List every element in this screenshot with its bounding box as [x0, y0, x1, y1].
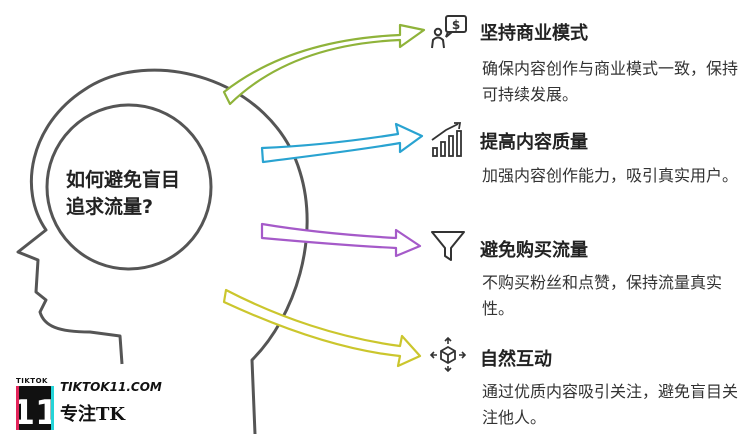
cube-arrows-icon — [428, 336, 468, 373]
funnel-icon — [428, 228, 468, 264]
arrow-interaction — [222, 288, 422, 368]
item-title-quality: 提高内容质量 — [480, 132, 588, 153]
svg-text:$: $ — [452, 18, 460, 32]
bar-chart-growth-icon — [428, 122, 468, 158]
logo-small-text: TIKTOK — [16, 377, 48, 385]
arrow-business — [222, 23, 426, 106]
logo-number: 11 — [14, 393, 58, 432]
item-title-interaction: 自然互动 — [480, 349, 552, 370]
item-title-business: 坚持商业模式 — [480, 23, 588, 44]
business-person-dollar-icon: $ — [428, 14, 468, 50]
central-question: 如何避免盲目追求流量? — [66, 169, 181, 218]
item-desc-interaction: 通过优质内容吸引关注，避免盲目关注他人。 — [482, 382, 739, 427]
question-circle — [45, 103, 213, 271]
item-desc-traffic: 不购买粉丝和点赞，保持流量真实性。 — [482, 273, 723, 318]
logo-tagline: 专注TK — [60, 404, 126, 425]
arrow-traffic — [260, 222, 422, 258]
arrow-quality — [260, 122, 424, 164]
item-desc-quality: 加强内容创作能力，吸引真实用户。 — [482, 166, 739, 185]
item-title-traffic: 避免购买流量 — [480, 240, 588, 261]
tiktok11-logo: 11 — [14, 376, 154, 432]
logo-url: TIKTOK11.COM — [60, 380, 162, 394]
item-desc-business: 确保内容创作与商业模式一致，保持可持续发展。 — [482, 59, 739, 104]
